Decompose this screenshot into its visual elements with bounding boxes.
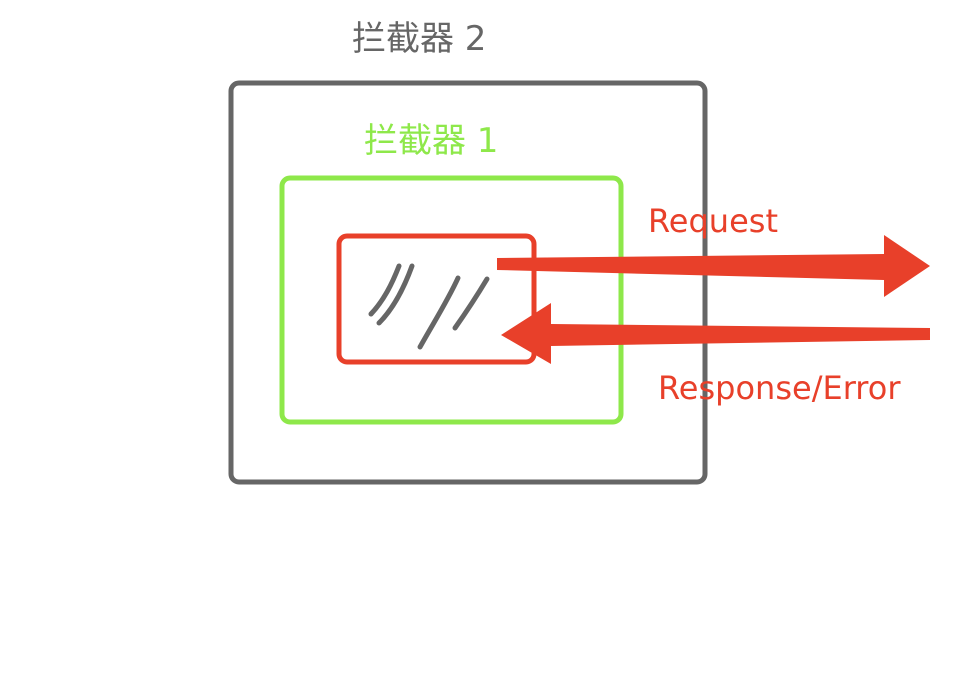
scribble-stroke-3	[417, 275, 461, 350]
interceptor-2-box	[228, 80, 708, 485]
request-arrow	[497, 235, 930, 297]
scribble-stroke-4	[452, 276, 490, 331]
interceptor-1-box	[279, 175, 624, 425]
response-arrow	[501, 303, 930, 364]
scribble-stroke-1	[368, 263, 402, 317]
request-label: Request	[648, 202, 778, 240]
response-label: Response/Error	[658, 369, 901, 407]
scribble-stroke-2	[376, 263, 415, 326]
interceptor-2-label: 拦截器 2	[352, 19, 486, 59]
interceptor-1-label: 拦截器 1	[364, 121, 498, 161]
scribble-strokes	[368, 263, 490, 350]
core-box	[336, 233, 537, 365]
